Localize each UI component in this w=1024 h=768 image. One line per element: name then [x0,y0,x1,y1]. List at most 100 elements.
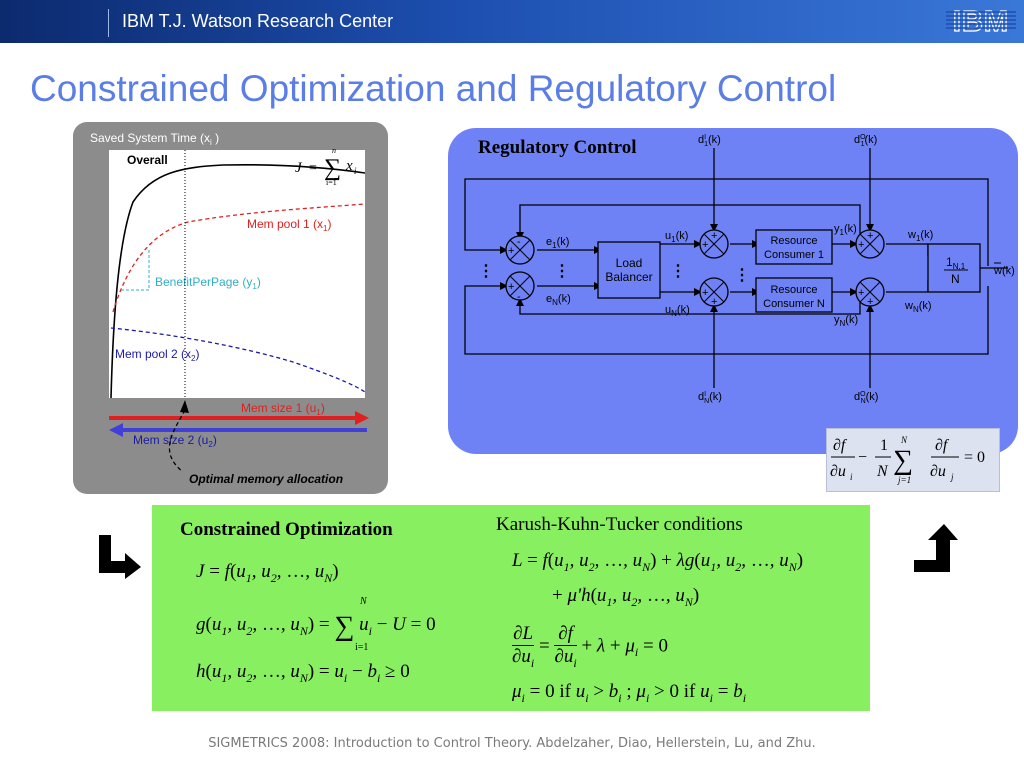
formula-sigma: ∑ [324,155,341,181]
benefit-tangent [121,249,150,291]
benefit-label: BenefitPerPage (y1) [155,275,261,291]
optimal-pointer-head [180,400,189,413]
mem-size-2-arrowhead [109,423,123,437]
rc1-line1: Resource [770,235,817,247]
junction-signs: + - + - + + + + + + + + [508,230,873,308]
equation-h: h(u1, u2, …, uN) = ui − bi ≥ 0 [196,661,410,685]
regulatory-control-panel: Regulatory Control [448,128,1018,454]
sign-plus: + [858,287,864,299]
sign-plus: + [867,296,873,308]
mem-size-1-arrowhead [355,411,369,425]
kkt-equation-box: ∂f ∂u i − 1 N ∑ N j=1 ∂f ∂u j = 0 [826,428,1000,492]
mem-size-1-label: Mem size 1 (u1) [241,401,325,417]
mem-pool-1-label: Mem pool 1 (x1) [247,217,331,233]
dots: ⋮ [734,267,750,284]
label-yN: yN(k) [834,314,858,328]
corner-arrow-left-icon [99,535,141,579]
kkt-equation: ∂f ∂u i − 1 N ∑ N j=1 ∂f ∂u j = 0 [830,435,985,485]
load-balancer-line2: Balancer [605,270,652,284]
ibm-logo-stripes [946,11,1016,29]
sign-plus: + [508,281,514,293]
sign-plus: + [508,245,514,257]
dots: ⋮ [478,263,494,280]
equation-L: L = f(u1, u2, …, uN) + λg(u1, u2, …, uN) [512,550,804,574]
diagram-arrowheads [500,224,874,312]
formula-x: x [345,158,353,174]
sign-plus: + [867,230,873,242]
averager-denominator: N [951,272,960,286]
dots: ⋮ [670,263,686,280]
resource-consumer-1-box [755,229,833,265]
formula-J: J [295,160,303,176]
equation-dL: ∂L∂ui = ∂f∂ui + λ + μi = 0 [512,623,668,670]
label-w1: w1(k) [907,229,933,243]
eq-df2: ∂f [935,437,950,454]
ellipsis-dots: ⋮ ⋮ ⋮ ⋮ [478,263,750,284]
rc1-line2: Consumer 1 [764,249,824,261]
corner-arrow-right-icon [914,524,958,572]
label-u1: u1(k) [665,230,688,244]
label-wbar: w(k) [993,265,1015,277]
memory-chart: Saved System Time (xi ) Overall J = ∑ n … [90,131,369,486]
rcN-line1: Resource [770,284,817,296]
label-e1: e1(k) [546,236,569,250]
averager-box [927,243,981,293]
equation-g-upper: N [360,596,367,607]
eq-one: 1 [880,437,888,454]
chart-title: Saved System Time (xi ) [90,131,219,147]
eq-df: ∂f [833,437,848,454]
sum-formula: J = ∑ n i=1 x i [295,146,357,187]
formula-upper: n [332,146,336,155]
eq-dui: ∂u [830,463,846,480]
header-divider [108,9,109,37]
sign-minus: - [517,236,521,248]
sign-plus: + [702,287,708,299]
ibm-logo-text: IBM [953,6,1009,38]
averager-numerator: 1N,1 [946,255,966,271]
sign-minus: - [517,291,521,303]
eq-minus: − [858,449,867,466]
load-balancer-line1: Load [616,256,643,270]
rcN-line2: Consumer N [763,298,825,310]
optimal-pointer [168,409,186,473]
mem-size-2-label: Mem size 2 (u2) [133,433,217,449]
equation-L-cont: + μ'h(u1, u2, …, uN) [552,585,700,609]
label-y1: y1(k) [834,223,857,237]
chart-plot-area [109,150,365,398]
eq-N: N [876,463,889,480]
memory-chart-panel: Saved System Time (xi ) Overall J = ∑ n … [73,122,388,494]
header-bar: IBM T.J. Watson Research Center IBM [0,0,1024,43]
eq-j: j [950,472,954,482]
kkt-title: Karush-Kuhn-Tucker conditions [496,514,743,535]
mem-pool-1-curve [112,203,366,313]
sign-plus: + [702,239,708,251]
header-title: IBM T.J. Watson Research Center [122,11,394,31]
equation-J: J = f(u1, u2, …, uN) [196,561,339,585]
overall-label: Overall [127,153,168,167]
constrained-optimization-box: Constrained Optimization Karush-Kuhn-Tuc… [152,505,870,711]
eq-upper: N [900,435,908,445]
sign-plus: + [858,239,864,251]
constrained-title: Constrained Optimization [180,519,393,540]
eq-equals-zero: = 0 [964,449,985,466]
eq-i: i [850,472,853,482]
ibm-logo: IBM [946,5,1016,38]
formula-eq: = [309,161,317,176]
label-wN: wN(k) [904,300,932,314]
footer-citation: SIGMETRICS 2008: Introduction to Control… [208,736,816,751]
sign-plus: + [711,296,717,308]
regulatory-diagram: Regulatory Control [464,134,1015,405]
resource-consumer-n-box [755,277,833,313]
load-balancer-box [597,241,661,299]
junction-crosses [509,233,881,303]
label-uN: uN(k) [665,304,690,318]
eq-duj: ∂u [930,463,946,480]
mem-pool-2-curve [110,327,366,393]
equation-g: g(u1, u2, …, uN) = ∑ ui − U = 0 [196,611,436,642]
equation-g-lower: i=1 [355,642,369,653]
regulatory-title: Regulatory Control [478,137,637,158]
